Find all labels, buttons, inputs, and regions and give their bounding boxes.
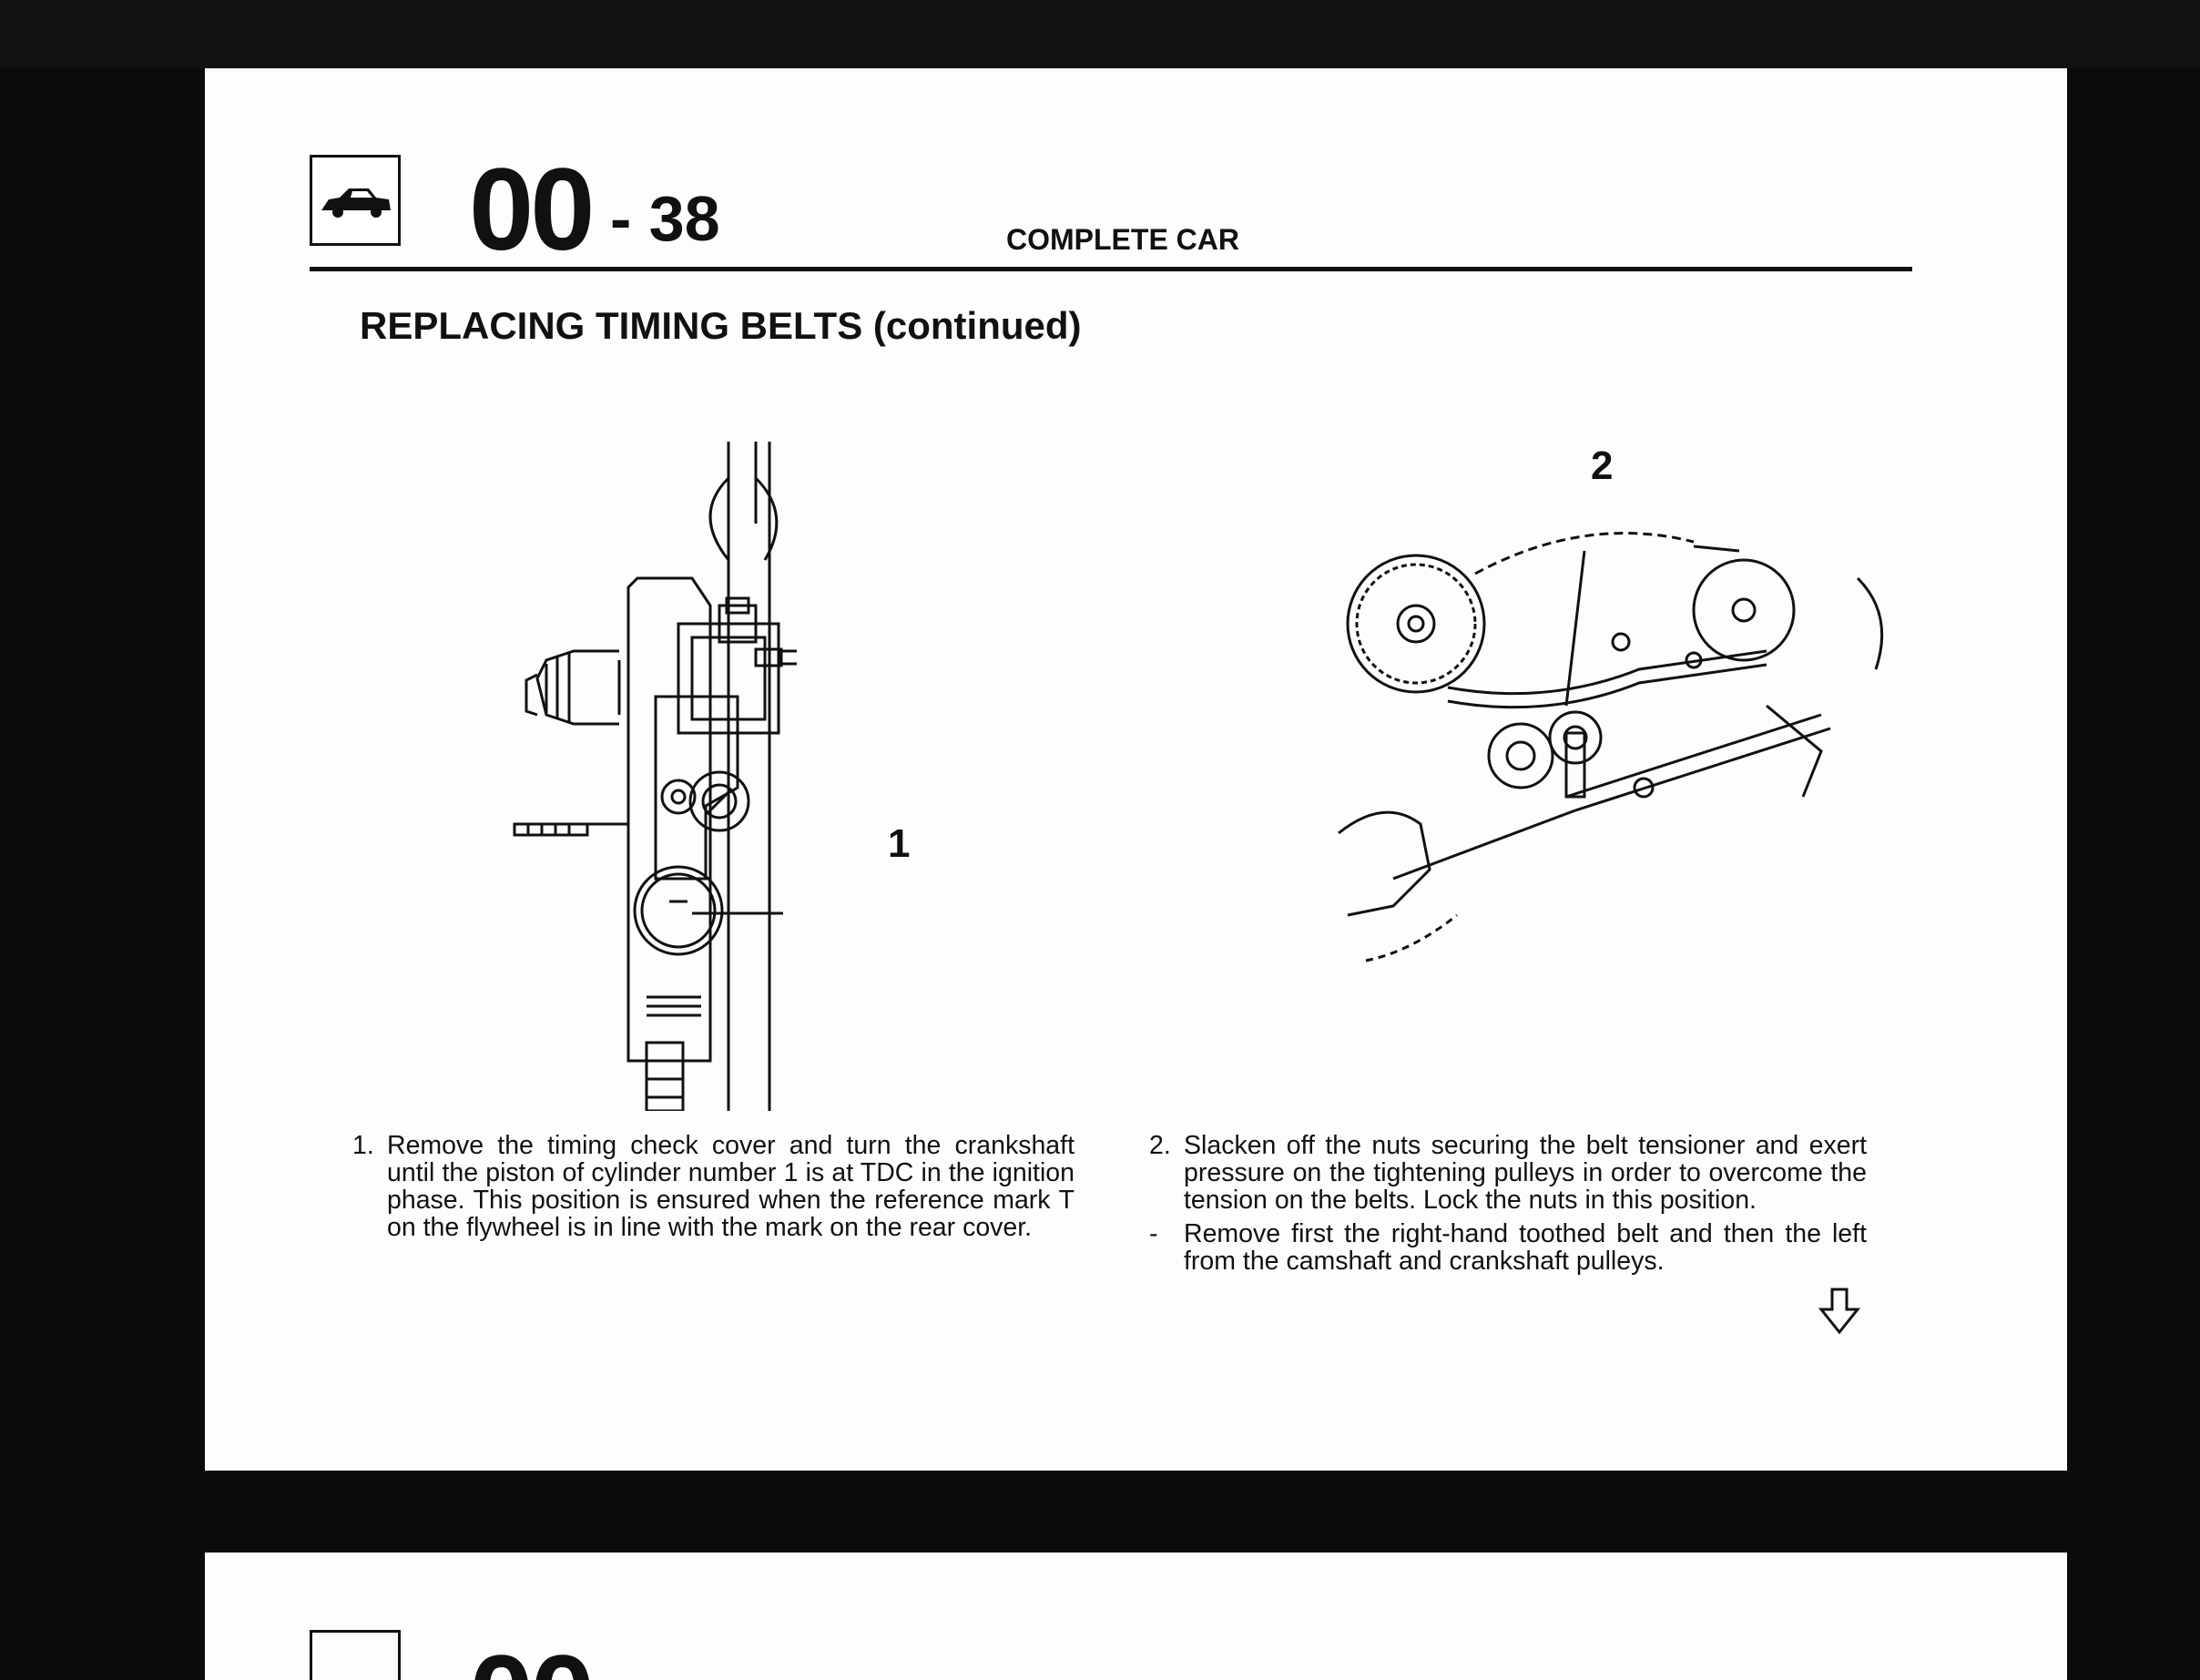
car-icon	[310, 155, 401, 246]
substep-dash: -	[1149, 1219, 1158, 1248]
step-2: 2. Slacken off the nuts securing the bel…	[1149, 1131, 1867, 1215]
procedure-title: REPLACING TIMING BELTS (continued)	[360, 304, 1082, 347]
flywheel-timing-figure	[513, 442, 797, 1111]
step-2-substep: - Remove first the right-hand toothed be…	[1149, 1219, 1867, 1276]
chapter-number: 00	[469, 145, 595, 275]
manual-page: 00 - 38 COMPLETE CAR REPLACING TIMING BE…	[205, 68, 2067, 1471]
step-2-number: 2.	[1149, 1131, 1171, 1160]
step-2-substep-text: Remove first the right-hand toothed belt…	[1184, 1219, 1867, 1276]
next-page-car-icon	[310, 1630, 401, 1680]
section-title: COMPLETE CAR	[1006, 223, 1239, 256]
step-2-text: Slacken off the nuts securing the belt t…	[1184, 1131, 1867, 1215]
belt-tensioner-figure	[1338, 532, 1884, 962]
callout-2: 2	[1591, 443, 1614, 488]
film-border-top	[0, 0, 2200, 68]
step-1-number: 1.	[352, 1131, 374, 1160]
next-page-chapter: 00	[469, 1639, 595, 1680]
callout-1: 1	[888, 821, 911, 866]
next-manual-page: 00	[205, 1553, 2067, 1680]
step-1-text: Remove the timing check cover and turn t…	[387, 1131, 1075, 1242]
header-rule	[310, 267, 1912, 271]
down-arrow-icon	[1818, 1288, 1861, 1335]
page-number: - 38	[610, 183, 720, 254]
step-1: 1. Remove the timing check cover and tur…	[352, 1131, 1075, 1242]
